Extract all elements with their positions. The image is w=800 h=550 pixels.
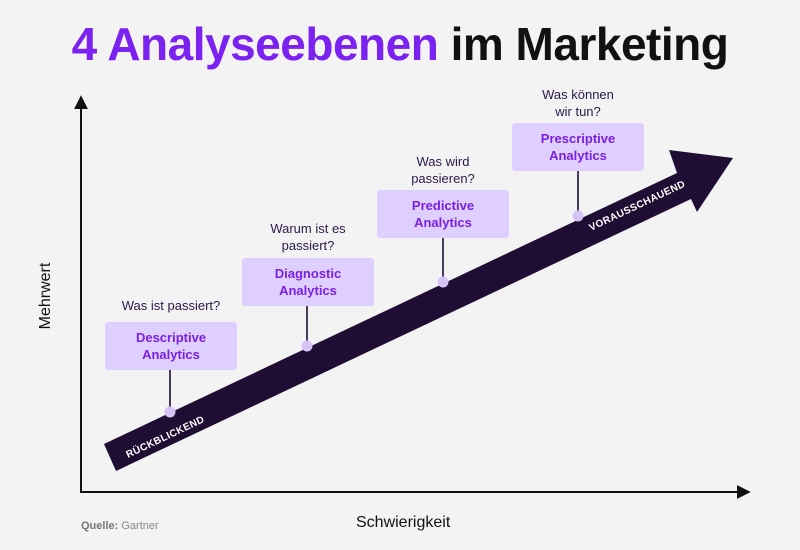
level-box-diagnostic: Diagnostic Analytics [242, 258, 374, 306]
marker-dot-4 [572, 210, 584, 222]
title-rest: im Marketing [450, 18, 729, 70]
marker-dot-1 [164, 406, 176, 418]
source-note: Quelle: Gartner [81, 520, 159, 532]
x-axis-label: Schwierigkeit [356, 514, 451, 531]
level-box-descriptive: Descriptive Analytics [105, 322, 237, 370]
question-3: Was wird passieren? [411, 154, 475, 186]
source-value: Gartner [121, 520, 159, 532]
question-4: Was können wir tun? [542, 87, 614, 119]
level-box-predictive: Predictive Analytics [377, 190, 509, 238]
level-box-prescriptive: Prescriptive Analytics [512, 123, 644, 171]
question-2: Warum ist es passiert? [270, 221, 346, 253]
marker-dot-3 [437, 276, 449, 288]
title-highlight: 4 Analyseebenen [71, 18, 439, 70]
source-label: Quelle: [81, 520, 119, 532]
marker-dot-2 [301, 340, 313, 352]
question-1: Was ist passiert? [121, 298, 221, 313]
y-axis-label: Mehrwert [37, 262, 54, 330]
page-title: 4 Analyseebenen im Marketing [0, 14, 800, 74]
progress-arrow [104, 150, 733, 471]
